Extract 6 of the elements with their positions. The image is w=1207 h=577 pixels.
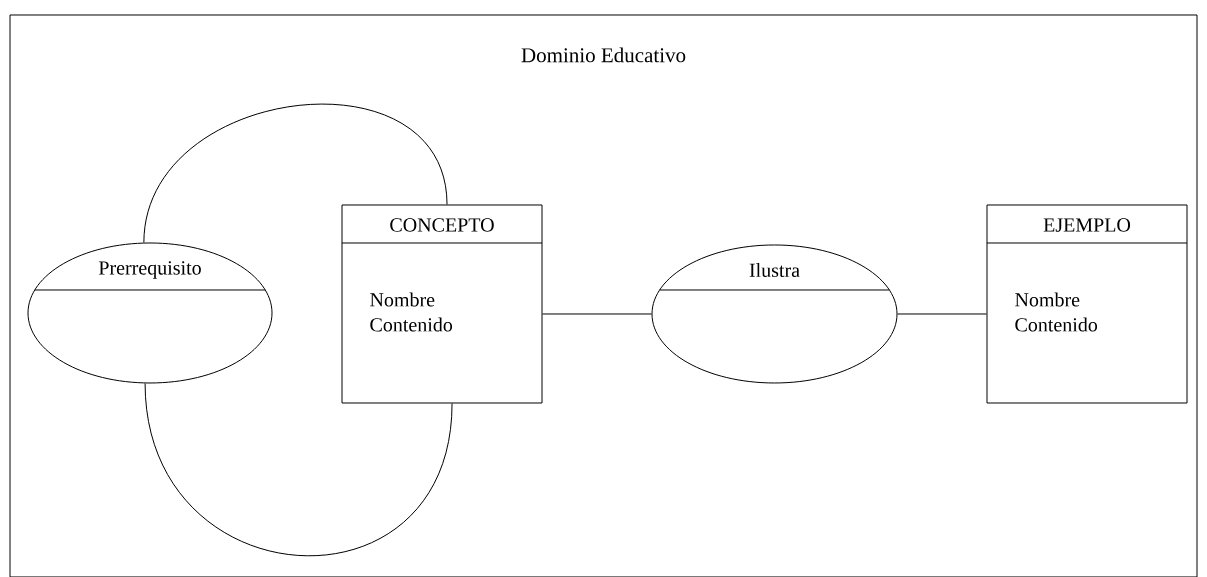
connector-line bbox=[144, 382, 453, 556]
entity-box: EJEMPLO Nombre Contenido bbox=[986, 204, 1188, 404]
connector-line bbox=[542, 313, 652, 315]
connector-line bbox=[897, 313, 987, 315]
connector-line bbox=[143, 103, 448, 244]
entity-box: CONCEPTO Nombre Contenido bbox=[341, 204, 543, 404]
